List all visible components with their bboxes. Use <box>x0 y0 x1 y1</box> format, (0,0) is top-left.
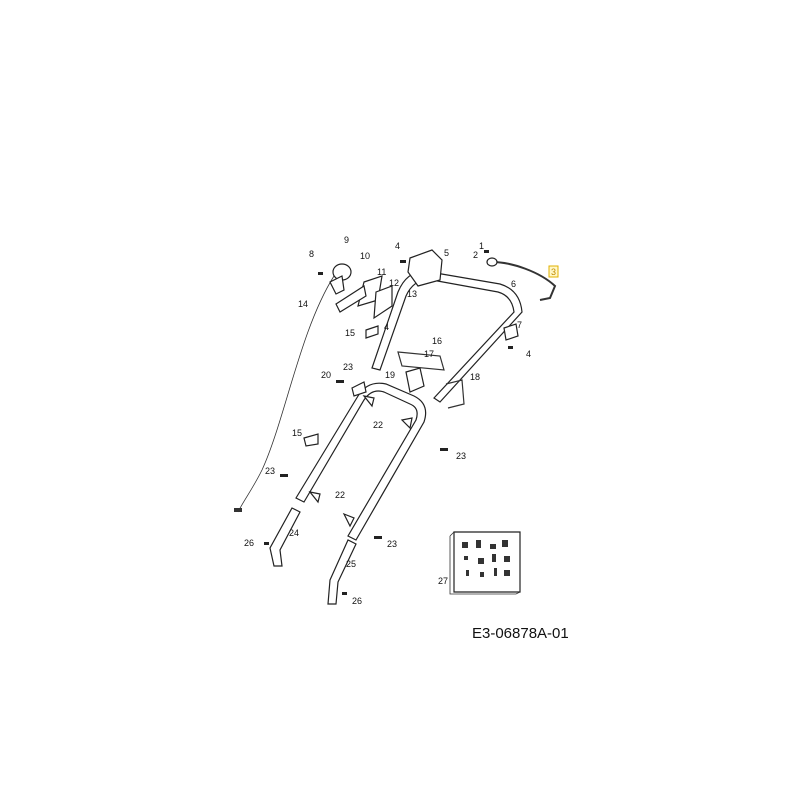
parts-kit-27 <box>449 531 521 595</box>
bracket-assembly <box>397 351 445 393</box>
callout-9: 9 <box>344 235 349 245</box>
lower-handle <box>295 382 427 541</box>
screws <box>264 250 513 595</box>
callout-8: 8 <box>309 249 314 259</box>
callout-4c: 4 <box>526 349 531 359</box>
callout-11: 11 <box>377 267 386 277</box>
callout-15b: 15 <box>292 428 302 438</box>
callout-10: 10 <box>360 251 370 261</box>
callout-27: 27 <box>438 576 448 586</box>
lower-bar-left <box>269 507 301 567</box>
reference-code: E3-06878A-01 <box>472 625 569 642</box>
callouts: 1 2 3 4 4 4 5 6 7 8 9 10 11 12 13 14 15 … <box>244 235 559 606</box>
upper-handle <box>371 270 523 403</box>
callout-20: 20 <box>321 370 331 380</box>
callout-26a: 26 <box>244 538 254 548</box>
throttle-cable <box>491 261 557 301</box>
callout-4a: 4 <box>395 241 400 251</box>
lever-12 <box>373 285 393 320</box>
callout-5: 5 <box>444 248 449 258</box>
knob-parts <box>303 257 519 528</box>
callout-23b: 23 <box>265 466 275 476</box>
callout-23c: 23 <box>456 451 466 461</box>
control-cable <box>234 275 335 513</box>
callout-13: 13 <box>407 289 417 299</box>
guide-18 <box>445 379 465 409</box>
callout-25: 25 <box>346 559 356 569</box>
callout-22a: 22 <box>373 420 383 430</box>
callout-23d: 23 <box>387 539 397 549</box>
callout-24: 24 <box>289 528 299 538</box>
callout-1: 1 <box>479 241 484 251</box>
control-box <box>407 249 443 287</box>
callout-15a: 15 <box>345 328 355 338</box>
callout-2: 2 <box>473 250 478 260</box>
callout-16: 16 <box>432 336 442 346</box>
callout-3-highlight <box>548 265 559 278</box>
callout-26b: 26 <box>352 596 362 606</box>
callout-23a: 23 <box>343 362 353 372</box>
lever-9 <box>329 263 352 295</box>
callout-7: 7 <box>517 320 522 330</box>
lower-bar-right <box>327 539 357 605</box>
callout-19: 19 <box>385 370 395 380</box>
callout-6: 6 <box>511 279 516 289</box>
callout-14: 14 <box>298 299 308 309</box>
callout-12: 12 <box>389 278 399 288</box>
callout-17: 17 <box>424 349 434 359</box>
callout-3[interactable]: 3 <box>551 267 556 277</box>
callout-4b: 4 <box>384 322 389 332</box>
callout-18: 18 <box>470 372 480 382</box>
callout-22b: 22 <box>335 490 345 500</box>
